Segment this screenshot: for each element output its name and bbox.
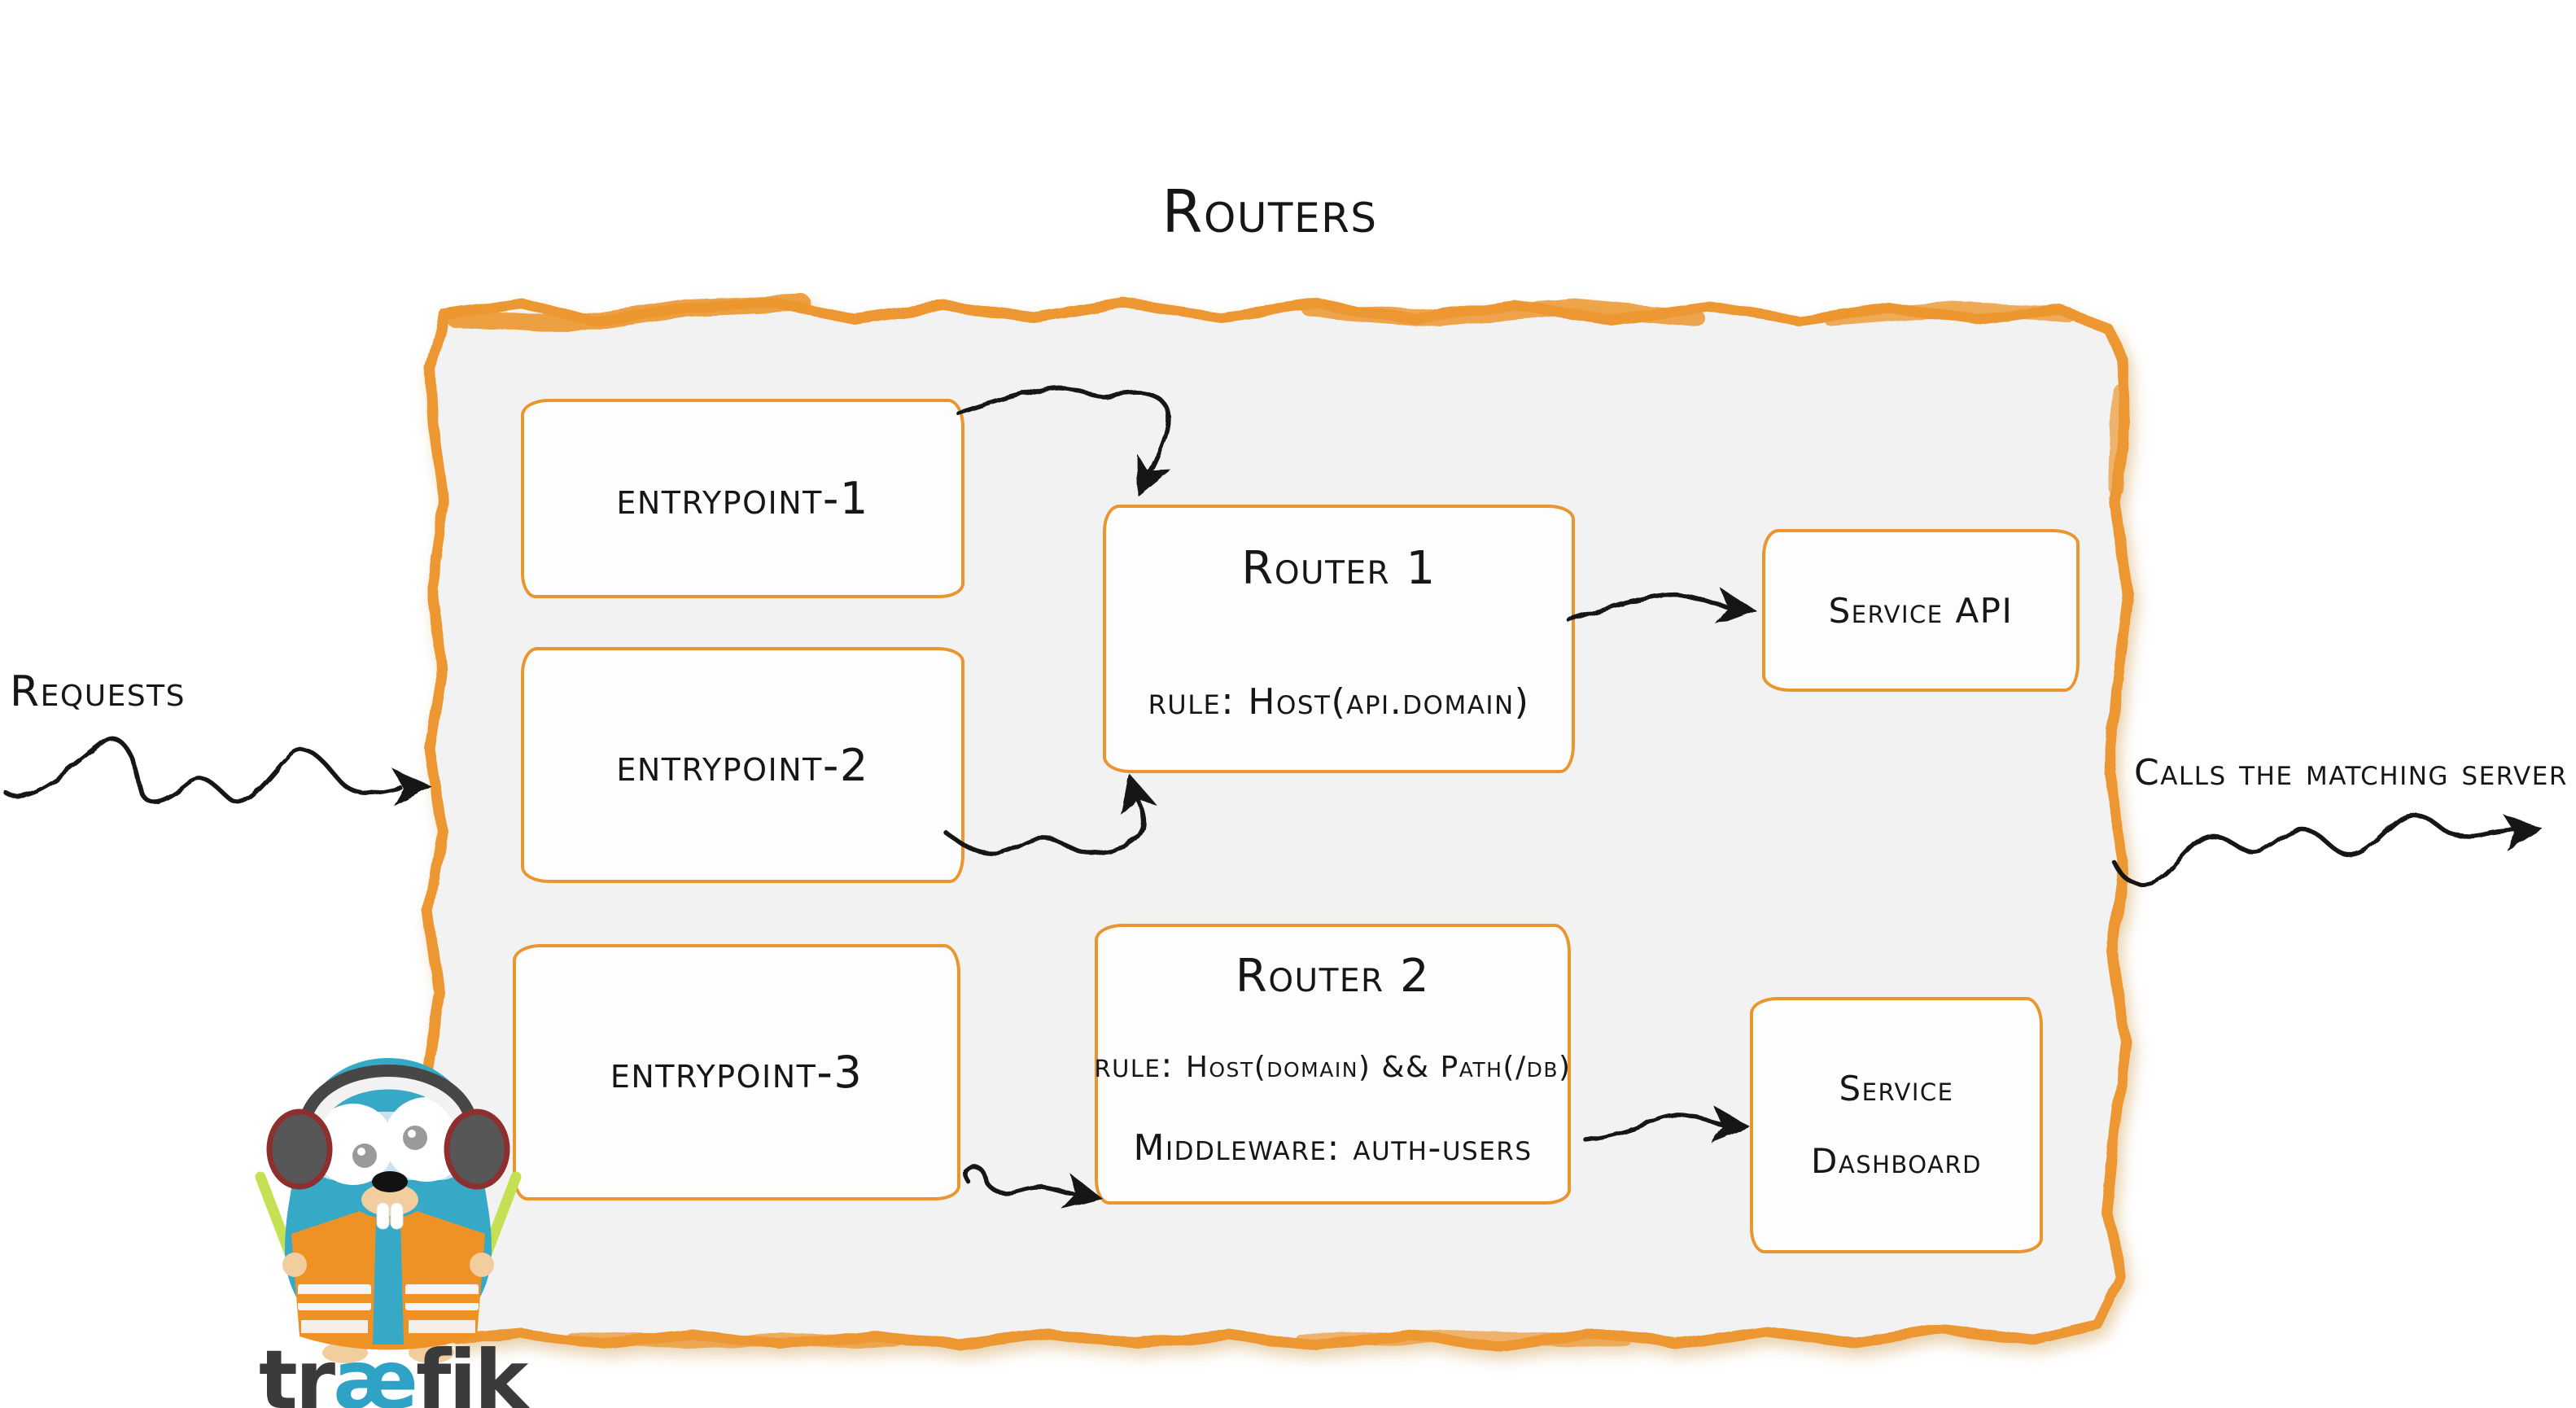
service-dashboard-label: Service Dashboard [1811,1069,1982,1181]
calls-matching-server-arrow [2112,810,2545,887]
left-baton-grip [289,1261,310,1295]
entrypoint-3-box: entrypoint-3 [513,944,960,1200]
service-api-label: Service API [1828,590,2014,631]
gopher-right-eye [384,1097,469,1182]
router-1-name: Router 1 [1241,542,1437,595]
entrypoint-1-box: entrypoint-1 [521,399,964,598]
gopher-batons [255,1171,522,1295]
gopher-goggles-band [304,1112,472,1180]
entrypoint-1-label: entrypoint-1 [616,473,869,524]
entrypoint-2-label: entrypoint-2 [616,739,869,791]
right-baton [476,1171,522,1272]
left-pupil-highlight [357,1148,365,1156]
requests-arrow [4,737,432,807]
router1-to-service-api-arrow [1567,588,1759,629]
gopher-left-pupil [352,1143,377,1168]
router-2-rule: rule: Host(domain) && Path(/db) [1094,1045,1571,1085]
router-2-middleware: Middleware: auth-users [1133,1127,1532,1169]
right-pupil-highlight [408,1130,416,1138]
entrypoint1-to-router1-arrow [956,385,1171,505]
router-1-rule-label: rule: [1148,679,1236,723]
page-title: Routers [1161,177,1378,246]
traefik-logo: træfik [259,1340,528,1408]
requests-label: Requests [10,667,186,716]
router2-to-service-dashboard-arrow [1583,1104,1752,1145]
gopher-muzzle [361,1183,418,1216]
headphone-band-white [301,1069,475,1133]
traefik-gopher-icon [255,1058,522,1363]
gopher-right-pupil [403,1126,427,1150]
service-api-box: Service API [1762,529,2080,692]
gopher-body [285,1058,492,1348]
service-dashboard-box: Service Dashboard [1750,997,2043,1253]
router-2-rule-value: Host(domain) && Path(/db) [1185,1051,1572,1084]
router-2-name: Router 2 [1235,950,1431,1003]
entrypoint-3-label: entrypoint-3 [610,1047,864,1098]
gopher-left-eye [313,1104,394,1185]
router-2-box: Router 2 rule: Host(domain) && Path(/db)… [1094,924,1571,1205]
gopher-nose [372,1171,408,1192]
entrypoint2-to-router1-arrow [943,768,1157,856]
gopher-tooth [376,1202,390,1230]
gopher-right-hand [470,1253,494,1277]
router-1-rule: rule: Host(api.domain) [1148,679,1530,723]
logo-fik: fik [415,1332,528,1408]
router-1-box: Router 1 rule: Host(api.domain) [1103,505,1575,773]
left-earcup [266,1108,333,1190]
gopher-left-hand [282,1253,307,1277]
right-earcup [444,1108,510,1190]
gopher-safety-vest [291,1211,485,1350]
router-2-middleware-label: Middleware: [1133,1127,1340,1169]
headphone-band [298,1065,479,1126]
calls-label: Calls the matching server [2134,752,2568,794]
router-2-rule-label: rule: [1094,1045,1174,1085]
right-baton-grip [466,1261,488,1295]
gopher-tooth [390,1202,404,1230]
logo-ae: æ [333,1332,418,1408]
entrypoint-2-box: entrypoint-2 [521,647,964,883]
router-2-middleware-value: auth-users [1353,1127,1533,1169]
router-1-rule-value: Host(api.domain) [1248,681,1530,723]
entrypoint3-to-router2-arrow [963,1164,1107,1218]
logo-tr: tr [259,1332,335,1408]
left-baton [255,1171,300,1272]
